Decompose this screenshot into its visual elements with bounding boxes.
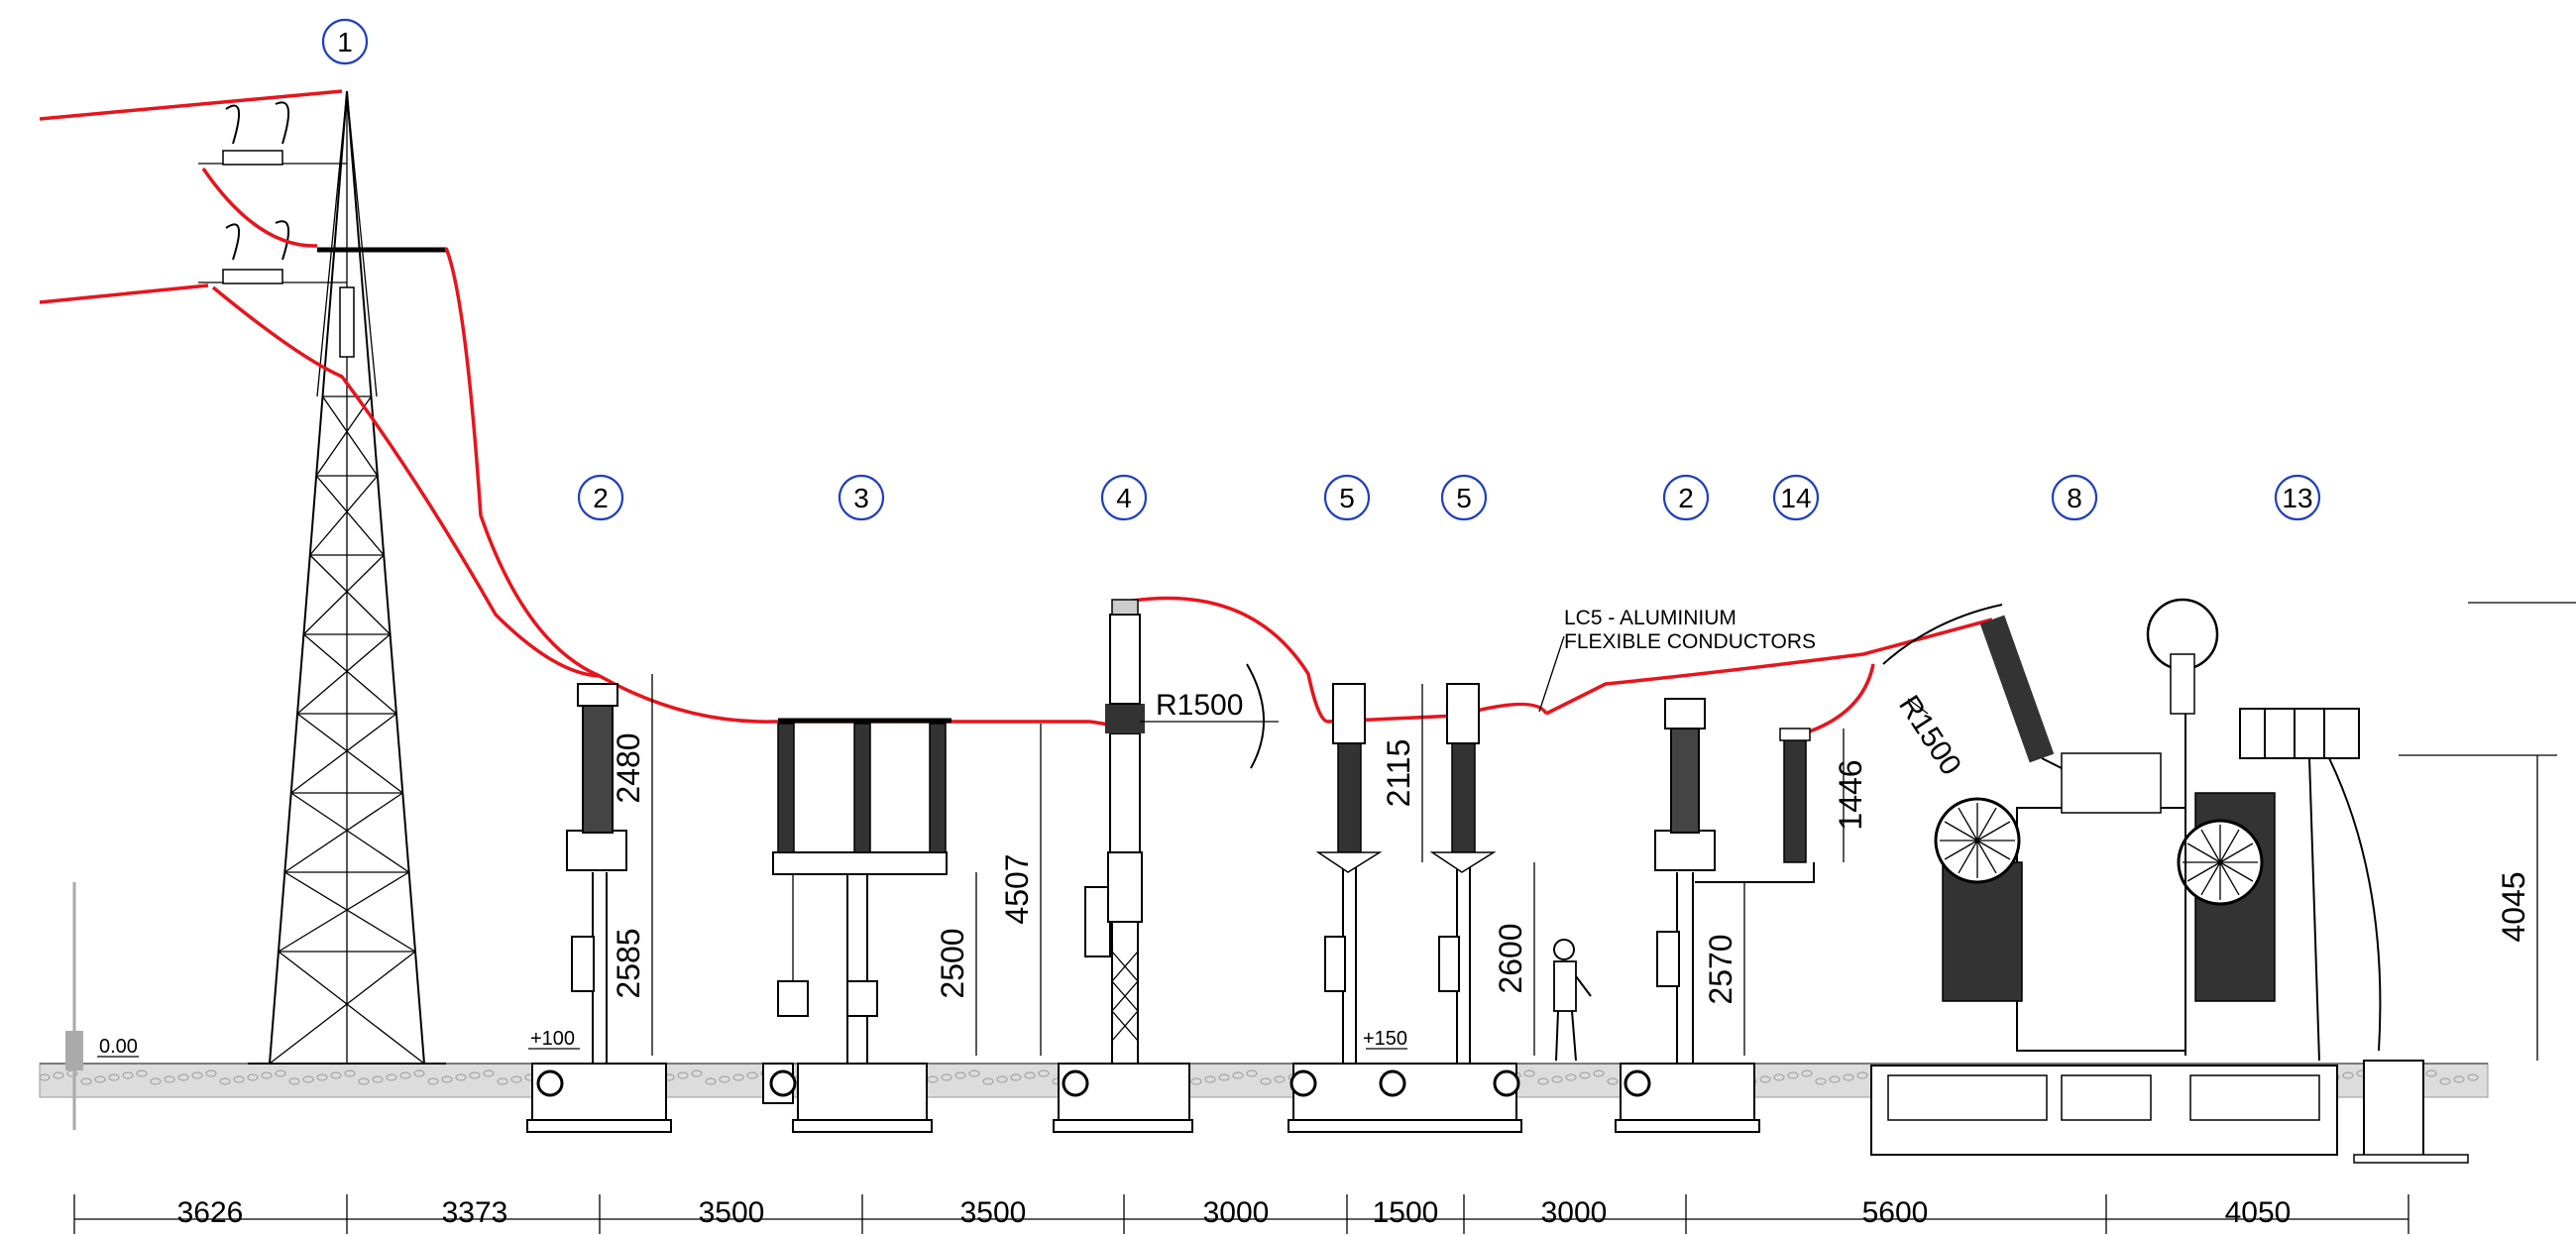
disconnector-switch xyxy=(762,718,952,1133)
level-marker-100: +100 xyxy=(528,1028,580,1050)
dim-h-3500-b: 3500 xyxy=(960,1196,1027,1229)
cable-termination-cabinet xyxy=(2239,708,2469,1164)
tag-8: 8 xyxy=(2067,483,2082,513)
dim-v-2480: 2480 xyxy=(611,732,646,803)
equipment-tags: 1 2 3 4 5 5 2 14 8 13 xyxy=(321,18,2321,521)
dim-v-2500: 2500 xyxy=(935,928,970,998)
level-label-100: +100 xyxy=(530,1028,575,1050)
tag-5-left: 5 xyxy=(1339,483,1355,513)
conductor-note-line2: FLEXIBLE CONDUCTORS xyxy=(1564,630,1816,653)
bottom-dimension-chain: 3626 3373 3500 3500 3000 1500 3000 5600 … xyxy=(73,1194,2409,1234)
dim-h-3373: 3373 xyxy=(442,1196,508,1229)
dim-h-4050: 4050 xyxy=(2225,1196,2292,1229)
tag-4: 4 xyxy=(1116,483,1132,513)
dim-v-2585: 2585 xyxy=(611,928,646,998)
dim-h-3000-a: 3000 xyxy=(1203,1196,1270,1229)
dim-v-2115: 2115 xyxy=(1381,739,1416,808)
dim-h-5600: 5600 xyxy=(1862,1196,1929,1229)
level-label-0: 0.00 xyxy=(99,1036,138,1058)
tag-14: 14 xyxy=(1780,483,1811,513)
dim-v-2570: 2570 xyxy=(1703,934,1738,1004)
tag-5-right: 5 xyxy=(1456,483,1472,513)
tag-2-right: 2 xyxy=(1678,483,1694,513)
dim-h-3626: 3626 xyxy=(177,1196,244,1229)
vertical-dimensions: 2480 2585 2500 4507 2115 2600 2570 1446 … xyxy=(611,602,2576,1061)
dim-v-4045: 4045 xyxy=(2496,871,2531,942)
conductor-note-line1: LC5 - ALUMINIUM xyxy=(1564,607,1736,629)
tag-1: 1 xyxy=(337,27,353,57)
person-scale-figure xyxy=(1553,939,1592,1062)
dim-v-1446: 1446 xyxy=(1833,759,1868,830)
radius-label-1: R1500 xyxy=(1156,689,1243,722)
instrument-transformer-left xyxy=(526,683,672,1133)
radius-label-2: R1500 xyxy=(1892,690,1967,781)
level-label-150: +150 xyxy=(1363,1028,1407,1050)
ground-level-marker: 0.00 xyxy=(65,882,139,1130)
tag-3: 3 xyxy=(853,483,869,513)
transmission-tower xyxy=(198,90,446,1065)
dim-h-3500-a: 3500 xyxy=(699,1196,765,1229)
dim-h-3000-b: 3000 xyxy=(1541,1196,1608,1229)
conductor-note: LC5 - ALUMINIUM FLEXIBLE CONDUCTORS xyxy=(1538,607,1816,713)
tag-13: 13 xyxy=(2282,483,2312,513)
dim-v-4507: 4507 xyxy=(999,853,1035,924)
power-transformer xyxy=(1870,598,2338,1156)
current-transformer-pair: +150 xyxy=(1288,683,1522,1133)
circuit-breaker: R1500 xyxy=(1053,599,1279,1133)
tag-2-left: 2 xyxy=(593,483,609,513)
flexible-conductors xyxy=(39,89,1993,735)
dim-v-2600: 2600 xyxy=(1493,923,1528,993)
dim-h-1500: 1500 xyxy=(1373,1196,1439,1229)
surge-arrester xyxy=(1779,728,1811,863)
instrument-transformer-right xyxy=(1615,698,1815,1133)
